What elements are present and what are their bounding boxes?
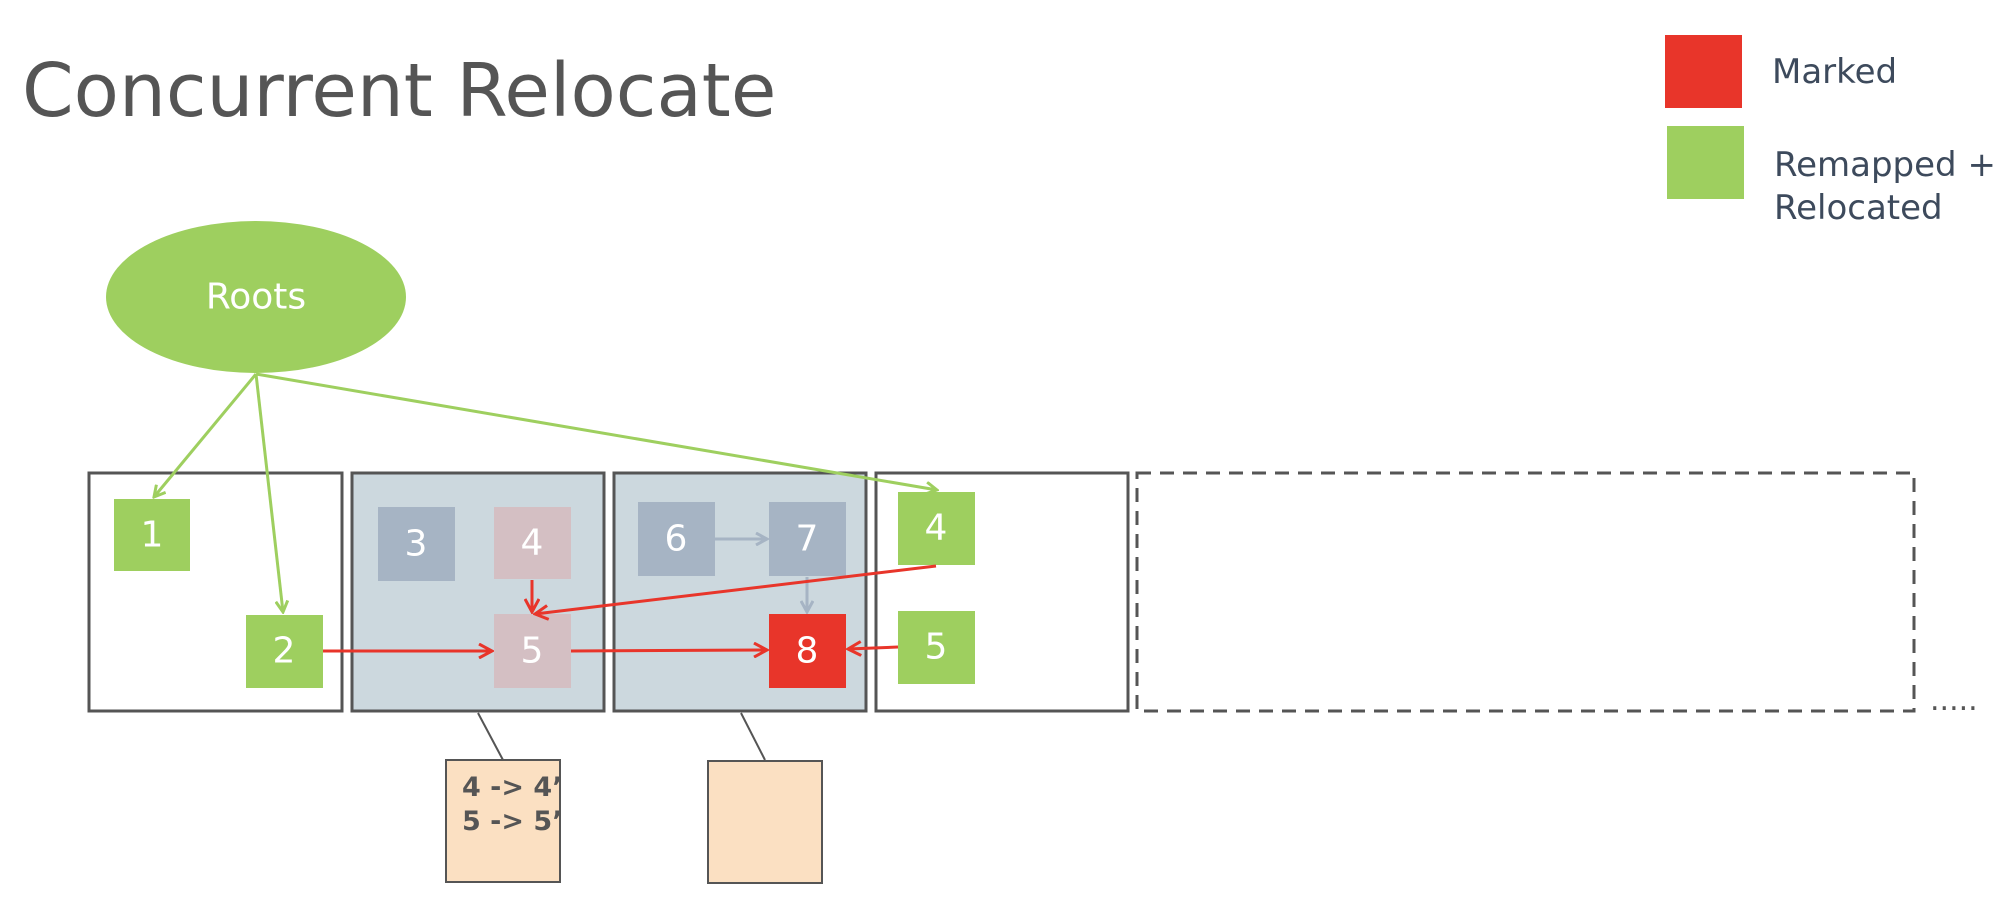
object-5-old-label: 5	[521, 631, 544, 672]
object-5new-to-8-arrow	[848, 647, 899, 649]
forwarding-table-1: 4 -> 4’ 5 -> 5’	[445, 759, 562, 883]
object-3-label: 3	[405, 524, 428, 565]
legend-remapped-swatch	[1667, 126, 1744, 199]
object-4-new-label: 4	[925, 508, 948, 549]
object-6-label: 6	[665, 519, 688, 560]
roots-ellipse	[106, 221, 406, 373]
roots-to-object-4-arrow	[255, 372, 937, 490]
object-8-label: 8	[796, 631, 819, 672]
roots-to-object-1-arrow	[154, 373, 258, 497]
legend: Marked Remapped + Relocated	[1665, 35, 1996, 228]
forwarding-connector-1	[477, 712, 504, 761]
object-2: 2	[246, 615, 323, 688]
object-3-box	[378, 507, 455, 581]
object-5-new: 5	[898, 611, 975, 684]
object-6-box	[638, 502, 715, 576]
object-5-old-box	[494, 614, 571, 688]
object-4-old: 4	[494, 507, 571, 579]
object-5-new-label: 5	[925, 627, 948, 668]
forwarding-entry-2: 5 -> 5’	[462, 806, 562, 837]
roots-label: Roots	[206, 277, 306, 318]
legend-marked-label: Marked	[1772, 52, 1897, 92]
forwarding-entry-1: 4 -> 4’	[462, 772, 562, 803]
object-2-box	[246, 615, 323, 688]
legend-remapped-label-line2: Relocated	[1774, 188, 1943, 228]
object-8: 8	[769, 614, 846, 688]
object-5-old: 5	[494, 614, 571, 688]
legend-remapped-label-line1: Remapped +	[1774, 145, 1996, 185]
roots-node: Roots	[106, 221, 406, 373]
object-4-old-box	[494, 507, 571, 579]
object-1-label: 1	[141, 515, 164, 556]
object-7: 7	[769, 502, 846, 576]
forwarding-connector-2	[740, 712, 766, 761]
roots-to-object-2-arrow	[254, 373, 283, 612]
object-7-box	[769, 502, 846, 576]
page-free-dashed	[1135, 471, 1916, 713]
forwarding-table-2	[707, 760, 823, 884]
object-1: 1	[114, 499, 190, 571]
object-5-to-8-arrow	[570, 650, 767, 651]
object-4new-to-5-arrow	[535, 564, 937, 614]
object-2-label: 2	[273, 631, 296, 672]
object-4-old-label: 4	[521, 523, 544, 564]
object-1-box	[114, 499, 190, 571]
legend-marked-swatch	[1665, 35, 1742, 108]
object-5-new-box	[898, 611, 975, 684]
object-6: 6	[638, 502, 715, 576]
object-7-label: 7	[796, 519, 819, 560]
object-8-box	[769, 614, 846, 688]
object-4-new-box	[898, 492, 975, 565]
ellipsis: .....	[1930, 683, 1978, 718]
forwarding-table-1-box	[445, 759, 561, 883]
page-title: Concurrent Relocate	[22, 48, 776, 134]
object-3: 3	[378, 507, 455, 581]
object-4-new: 4	[898, 492, 975, 565]
forwarding-table-2-box	[707, 760, 823, 884]
